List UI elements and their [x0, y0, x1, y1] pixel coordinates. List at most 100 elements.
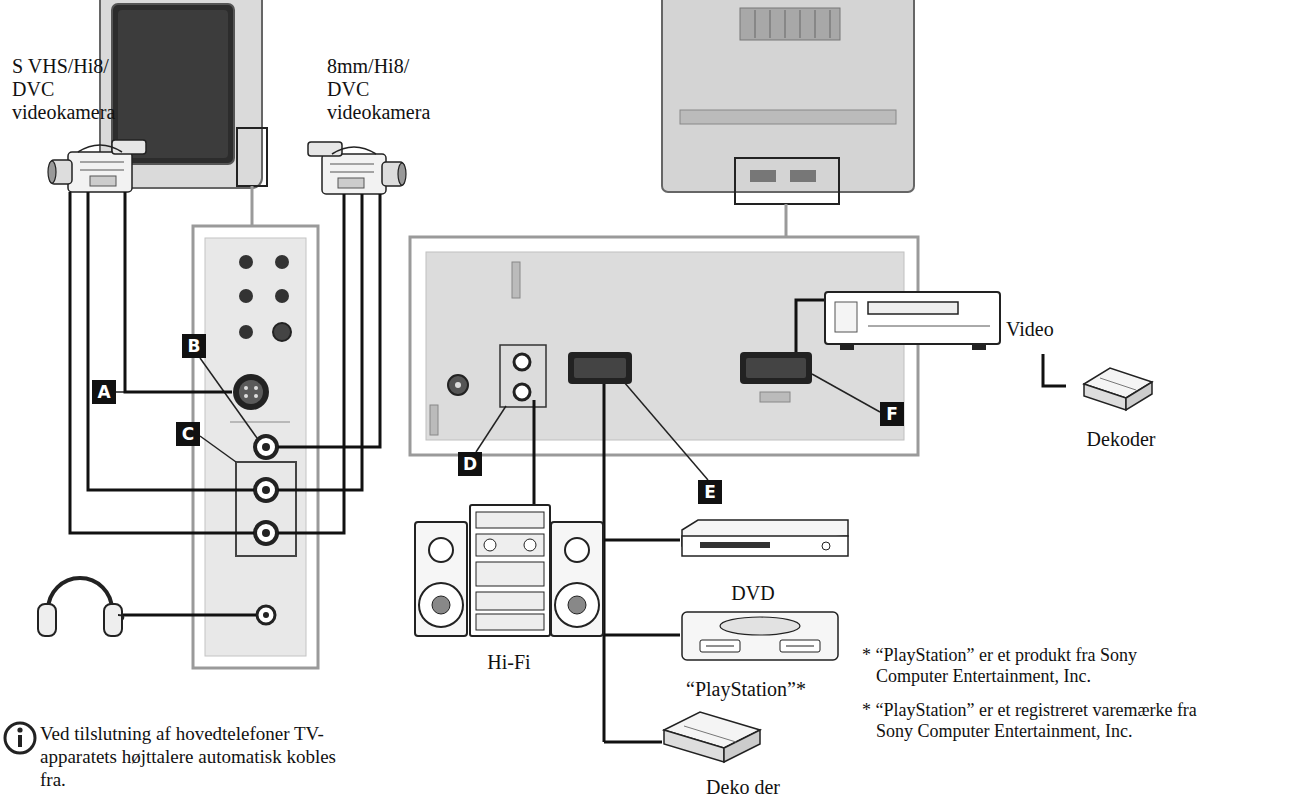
camcorder: [48, 140, 146, 192]
decoder: [684, 726, 736, 742]
camcorder: [308, 142, 406, 194]
hifi: [565, 538, 589, 562]
front-panel: [244, 394, 248, 398]
leader-line: [812, 374, 880, 412]
front-panel: [273, 323, 291, 341]
front-panel: [275, 255, 289, 269]
callout-letter: D: [458, 452, 482, 476]
cable: [604, 539, 680, 542]
device-label: Video: [1006, 318, 1066, 341]
cable: [796, 300, 824, 352]
tv-front: [237, 128, 267, 186]
callout-letter: B: [182, 334, 206, 358]
front-panel: [236, 462, 296, 556]
tv-front: [251, 186, 254, 226]
vcr: [840, 344, 854, 350]
rear-panel: [500, 345, 546, 407]
game-console: [786, 646, 814, 647]
rear-panel: [574, 358, 626, 378]
callout-letter: A: [92, 380, 116, 404]
tv-rear: [815, 10, 816, 38]
rear-panel: [448, 375, 468, 395]
game-console: [706, 646, 734, 647]
tv-rear: [680, 110, 896, 124]
camcorder: [80, 162, 124, 163]
leader-line: [200, 436, 236, 462]
callout-letter: B: [182, 334, 206, 358]
tv-rear: [750, 170, 776, 182]
front-panel: [233, 374, 269, 410]
callout-letter: C: [176, 422, 200, 446]
info-icon: [18, 735, 22, 747]
tv-rear: [662, 0, 914, 192]
tv-rear: [755, 10, 756, 38]
decoder-device: Deko der: [658, 708, 803, 804]
cable: [70, 192, 254, 533]
rear-panel: [455, 382, 461, 388]
tv-front: [118, 10, 228, 158]
dvd-device: DVD: [678, 516, 850, 606]
camcorder: [330, 172, 374, 173]
game-console: [720, 617, 800, 635]
front-panel: [275, 289, 289, 303]
cable: [533, 400, 536, 505]
device-label: Deko der: [688, 776, 798, 799]
headphones: [48, 578, 112, 610]
front-panel: [255, 522, 277, 544]
front-panel: [239, 380, 263, 404]
game-console: [682, 612, 838, 660]
decoder: [1084, 384, 1126, 410]
front-panel: [263, 612, 269, 618]
rear-panel: [426, 252, 904, 440]
callout-letter: F: [880, 402, 904, 426]
front-panel: [230, 422, 290, 423]
note-text: Ved tilslutning af hovedtelefoner TV-app…: [40, 722, 340, 791]
front-panel: [254, 394, 258, 398]
device-label: Hi-Fi: [463, 651, 555, 674]
decoder: [724, 730, 760, 762]
rear-panel: [514, 354, 530, 370]
tv-rear: [740, 8, 840, 40]
cable: [70, 192, 380, 615]
dvd-player: [822, 542, 830, 550]
rear-panel: [512, 262, 520, 298]
dvd-player: [682, 536, 848, 556]
camcorder: [112, 140, 146, 154]
rear-panel: [760, 392, 790, 402]
device-label: DVD: [708, 582, 798, 605]
cable: [278, 194, 362, 490]
info-icon: [17, 727, 22, 732]
cable: [88, 192, 254, 490]
camcorder: [48, 161, 56, 183]
footnote: * “PlayStation” er et registreret varemæ…: [862, 700, 1207, 742]
front-panel: [239, 255, 253, 269]
leader-line: [476, 406, 506, 452]
decoder: [1100, 378, 1136, 390]
game-console: [700, 640, 740, 652]
camcorder-label: S VHS/Hi8/ DVC videokamera: [10, 55, 155, 215]
rear-panel: [410, 237, 918, 455]
hifi: [476, 562, 544, 586]
hifi: [551, 522, 603, 636]
tv-rear: [785, 10, 786, 38]
hifi: [415, 522, 467, 636]
rear-panel: [410, 237, 918, 455]
callout-letter: E: [698, 480, 722, 504]
front-panel: [239, 289, 253, 303]
cable: [125, 192, 232, 392]
console-device: “PlayStation”*: [656, 608, 842, 703]
cable-connector: [1043, 354, 1066, 386]
camcorder: [330, 164, 374, 165]
leader-line: [200, 358, 257, 438]
decoder: [664, 730, 724, 762]
hifi-device: Hi-Fi: [413, 503, 605, 683]
dvd-player: [700, 542, 770, 548]
cable: [278, 194, 380, 447]
camcorder: [90, 176, 116, 186]
rear-panel: [568, 352, 632, 384]
vcr: [868, 302, 958, 314]
camcorder-label: 8mm/Hi8/ DVC videokamera: [325, 55, 440, 215]
camcorder: [332, 147, 376, 154]
